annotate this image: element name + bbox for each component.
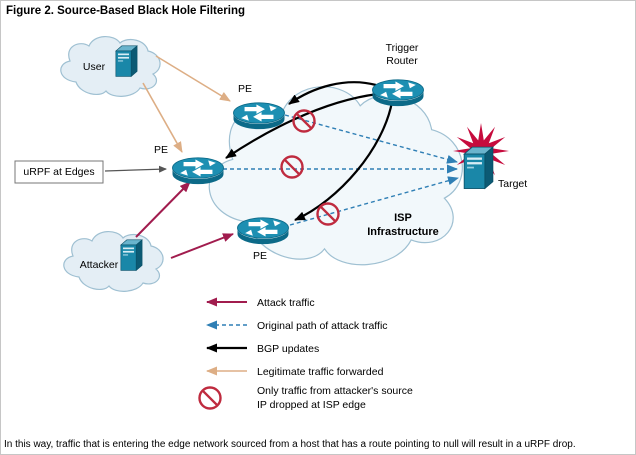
figure-caption: In this way, traffic that is entering th… — [4, 439, 576, 450]
bgp-update-arrow-to-pe-top — [288, 81, 377, 105]
target-label: Target — [498, 178, 527, 190]
user-host-icon — [115, 45, 138, 77]
legend-drop-note-line2: IP dropped at ISP edge — [257, 399, 366, 411]
pe-top-label: PE — [238, 83, 252, 95]
attacker-host-icon — [120, 239, 143, 271]
legend-drop-note-line1: Only traffic from attacker's source — [257, 385, 413, 397]
pe-middle-label: PE — [154, 144, 168, 156]
attacker-cloud-label: Attacker — [80, 259, 119, 271]
urpf-box-label: uRPF at Edges — [23, 166, 94, 178]
legend-attack-label: Attack traffic — [257, 297, 315, 309]
target-server-icon — [463, 146, 494, 190]
isp-label-line1: ISP — [394, 212, 412, 224]
figure-title: Figure 2. Source-Based Black Hole Filter… — [6, 5, 246, 17]
legend-bgp-label: BGP updates — [257, 343, 319, 355]
pe-router-bottom — [237, 217, 289, 245]
pe-bottom-label: PE — [253, 250, 267, 262]
legend: Attack traffic Original path of attack t… — [198, 297, 413, 411]
isp-label-line2: Infrastructure — [367, 226, 439, 238]
urpf-box — [14, 160, 104, 184]
pe-router-middle — [172, 157, 224, 185]
legit-traffic-arrow-user-to-pe-middle — [142, 82, 183, 153]
user-cloud-label: User — [83, 61, 106, 73]
legend-no-entry-icon — [198, 386, 222, 410]
trigger-router-label-line1: Trigger — [386, 42, 419, 54]
pe-router-top — [233, 102, 285, 130]
urpf-pointer-arrow — [104, 165, 167, 173]
attack-traffic-arrow-to-pe-bottom — [170, 233, 234, 259]
attack-traffic-arrow-to-pe-middle — [135, 181, 191, 238]
legend-legitimate-label: Legitimate traffic forwarded — [257, 366, 384, 378]
legit-traffic-arrow-user-to-pe-top — [155, 55, 231, 102]
trigger-router — [372, 79, 424, 107]
legend-original-path-label: Original path of attack traffic — [257, 320, 388, 332]
trigger-router-label-line2: Router — [386, 55, 418, 67]
bgp-update-arrow-to-pe-bottom — [294, 101, 394, 222]
